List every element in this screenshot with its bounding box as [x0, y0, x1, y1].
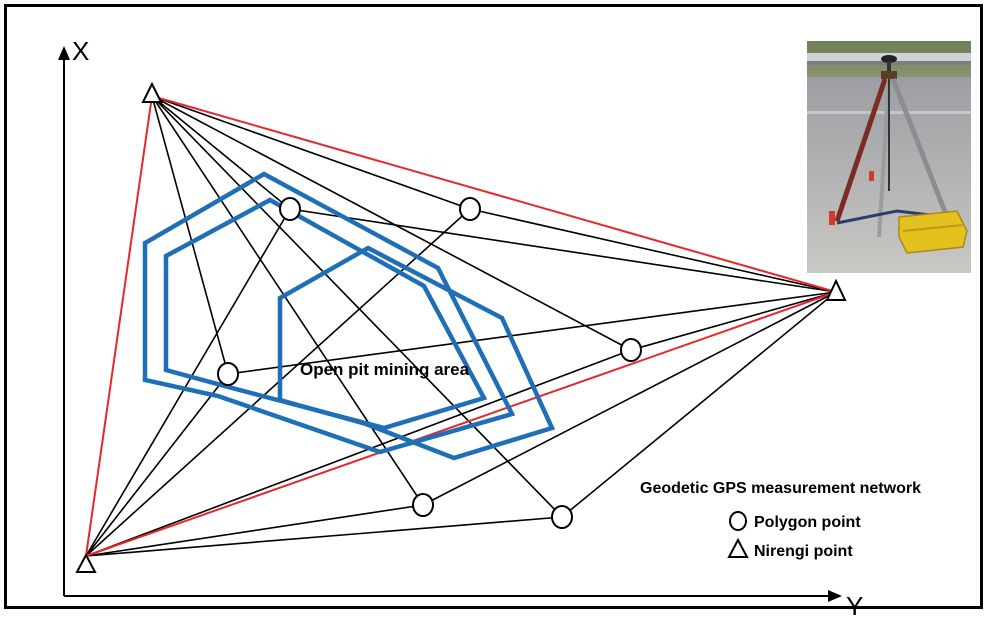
x-axis-arrow-icon [58, 46, 70, 60]
gps-tripod-photo [807, 41, 971, 273]
x-axis-label: X [72, 36, 89, 66]
polygon-point [217, 362, 239, 386]
nirengi-points [75, 81, 847, 573]
nirengi-triangle-lines [85, 95, 837, 557]
nirengi-point [141, 81, 163, 103]
polygon-point-legend-icon [729, 511, 747, 531]
polygon-point [279, 197, 301, 221]
legend-title: Geodetic GPS measurement network [640, 480, 921, 497]
polygon-point [551, 505, 573, 529]
polygon-points [217, 197, 642, 529]
legend-polygon-label: Polygon point [754, 514, 861, 531]
legend-nirengi-label: Nirengi point [754, 543, 853, 560]
y-axis-label: Y [846, 591, 863, 620]
nirengi-point-legend-icon [727, 537, 749, 558]
polygon-point [412, 493, 434, 517]
nirengi-point [825, 278, 847, 301]
nirengi-point [75, 552, 97, 573]
y-axis-arrow-icon [828, 590, 842, 602]
mining-area-outlines [142, 171, 556, 461]
polygon-point [459, 197, 481, 221]
legend: Geodetic GPS measurement network Polygon… [640, 480, 921, 560]
mining-area-label: Open pit mining area [300, 360, 470, 379]
axes: X Y [58, 36, 863, 620]
mining-area-core [277, 245, 556, 461]
gps-tripod-icon [807, 41, 971, 273]
polygon-point [620, 338, 642, 362]
